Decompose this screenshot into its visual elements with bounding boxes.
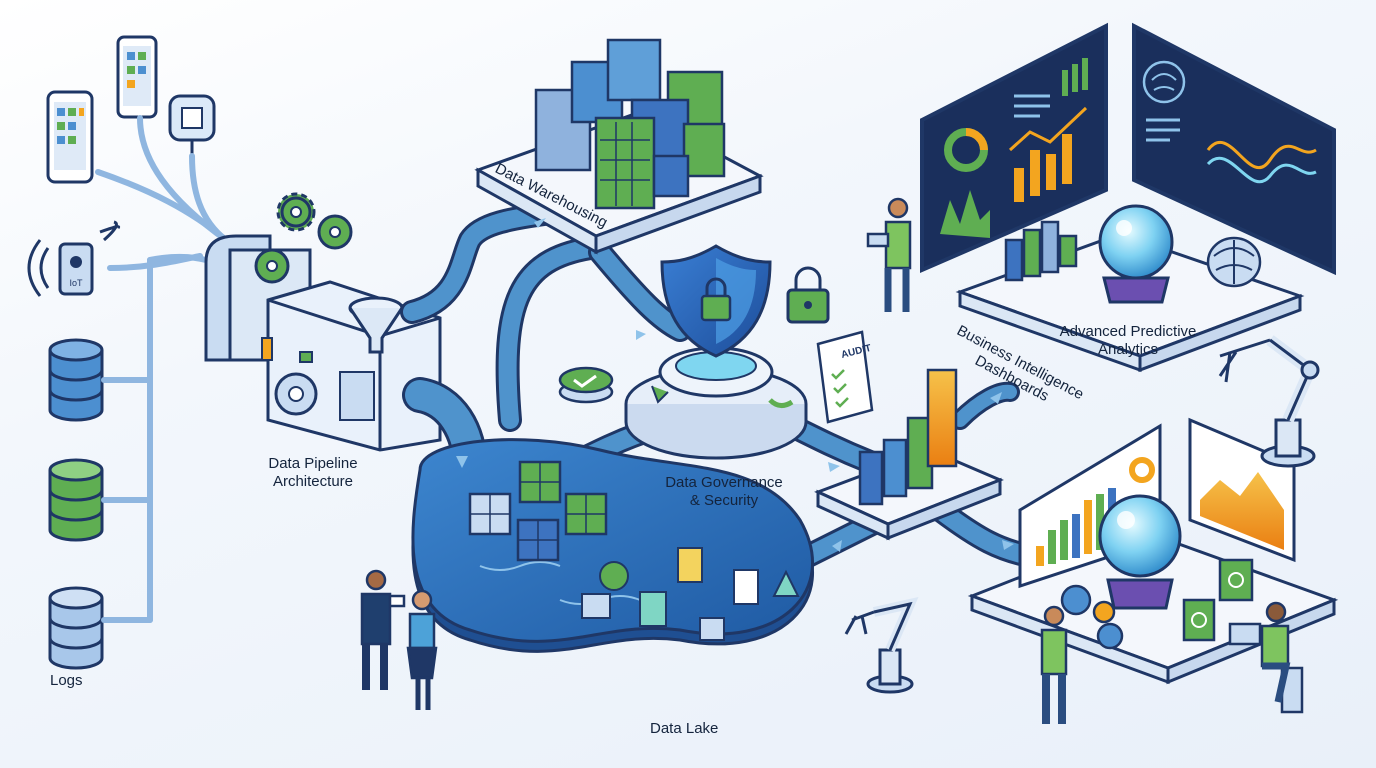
shield-lock-icon <box>660 244 772 358</box>
warehouse-cubes <box>534 38 726 210</box>
data-cubes <box>468 460 608 562</box>
gear-icon <box>317 214 353 250</box>
lake-label: Data Lake <box>650 720 719 737</box>
flow-arrows <box>456 218 1014 552</box>
database-icon <box>48 586 104 670</box>
brain-icon <box>1142 60 1186 104</box>
governance-platform <box>624 346 808 460</box>
person-icon <box>1040 605 1068 724</box>
database-icon <box>48 338 104 422</box>
governance-label-line1: Data Governance <box>665 474 783 491</box>
iot-sensor-icon: IoT <box>27 220 121 297</box>
gear-tile-icon <box>1182 558 1254 642</box>
governance-label: Data Governance & Security <box>656 474 792 510</box>
checkmark-disc-icon <box>558 366 614 404</box>
pipeline-label: Data Pipeline Architecture <box>258 455 368 491</box>
padlock-icon <box>786 266 830 324</box>
logs-label: Logs <box>50 672 83 689</box>
audit-checklist-icon: AUDIT <box>816 330 874 424</box>
predictive-label-line2: Analytics <box>1097 341 1159 358</box>
tablet-icon <box>46 90 94 184</box>
crystal-ball-icon <box>1098 204 1174 304</box>
file-icons <box>581 547 800 641</box>
pipeline-machine <box>204 234 442 452</box>
gear-icon <box>274 372 318 416</box>
chip-icon <box>168 94 216 156</box>
gear-icon <box>254 248 290 284</box>
robot-arm-icon <box>1218 335 1320 468</box>
person-icon <box>360 569 406 690</box>
source-connectors <box>95 115 229 623</box>
database-icon <box>48 458 104 542</box>
robot-arm-icon <box>844 596 919 694</box>
predictive-label: Advanced Predictive Analytics <box>1048 323 1208 359</box>
gear-icon <box>1060 584 1124 650</box>
dashboard-screen <box>920 22 1108 274</box>
data-lake-pool <box>411 438 814 653</box>
person-icon <box>406 589 438 710</box>
gear-icon <box>276 192 316 232</box>
bar-chart-icon <box>1004 220 1078 282</box>
predictive-label-line1: Advanced Predictive <box>1059 323 1197 340</box>
governance-label-line2: & Security <box>689 492 759 509</box>
brain-icon <box>1206 236 1262 288</box>
iot-text: IoT <box>69 278 83 288</box>
bar-chart-icon <box>858 368 958 506</box>
person-icon <box>1228 601 1304 714</box>
phone-icon <box>116 35 158 119</box>
pipeline-label-line2: Architecture <box>272 473 354 490</box>
pipeline-label-line1: Data Pipeline <box>268 455 358 472</box>
person-icon <box>866 197 912 312</box>
crystal-ball-icon <box>1098 494 1182 610</box>
